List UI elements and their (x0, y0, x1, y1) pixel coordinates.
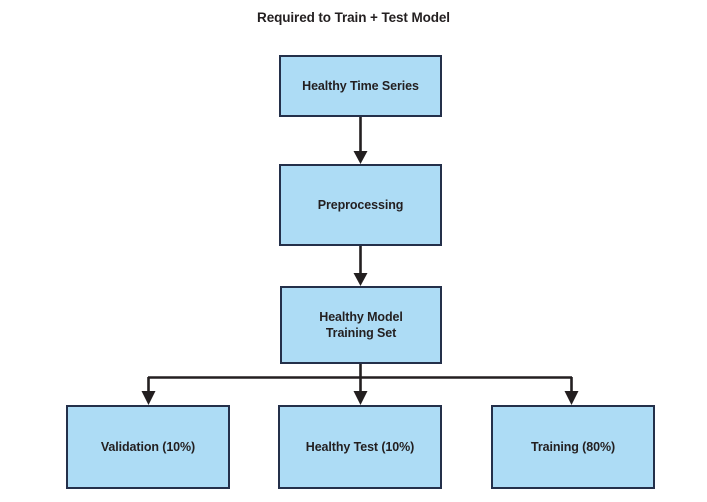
node-label: Healthy Test (10%) (305, 440, 415, 454)
arrowhead-preprocessing-to-trainingset (353, 273, 368, 286)
node-healthy-model-training-set[interactable]: Healthy Model Training Set (280, 286, 442, 364)
node-label: Healthy Model Training Set (319, 310, 403, 340)
arrowhead-to-healthy-test (353, 391, 368, 405)
node-label: Healthy Time Series (302, 79, 419, 93)
node-healthy-time-series[interactable]: Healthy Time Series (279, 55, 442, 117)
node-preprocessing[interactable]: Preprocessing (279, 164, 442, 246)
arrowhead-to-training (564, 391, 579, 405)
node-label: Validation (10%) (100, 440, 196, 454)
node-healthy-test[interactable]: Healthy Test (10%) (278, 405, 442, 489)
node-training[interactable]: Training (80%) (491, 405, 655, 489)
arrowhead-to-validation (141, 391, 156, 405)
diagram-title: Required to Train + Test Model (257, 10, 450, 25)
node-validation[interactable]: Validation (10%) (66, 405, 230, 489)
arrowhead-series-to-preprocessing (353, 151, 368, 164)
node-label: Training (80%) (530, 440, 616, 454)
node-label: Preprocessing (317, 198, 404, 212)
